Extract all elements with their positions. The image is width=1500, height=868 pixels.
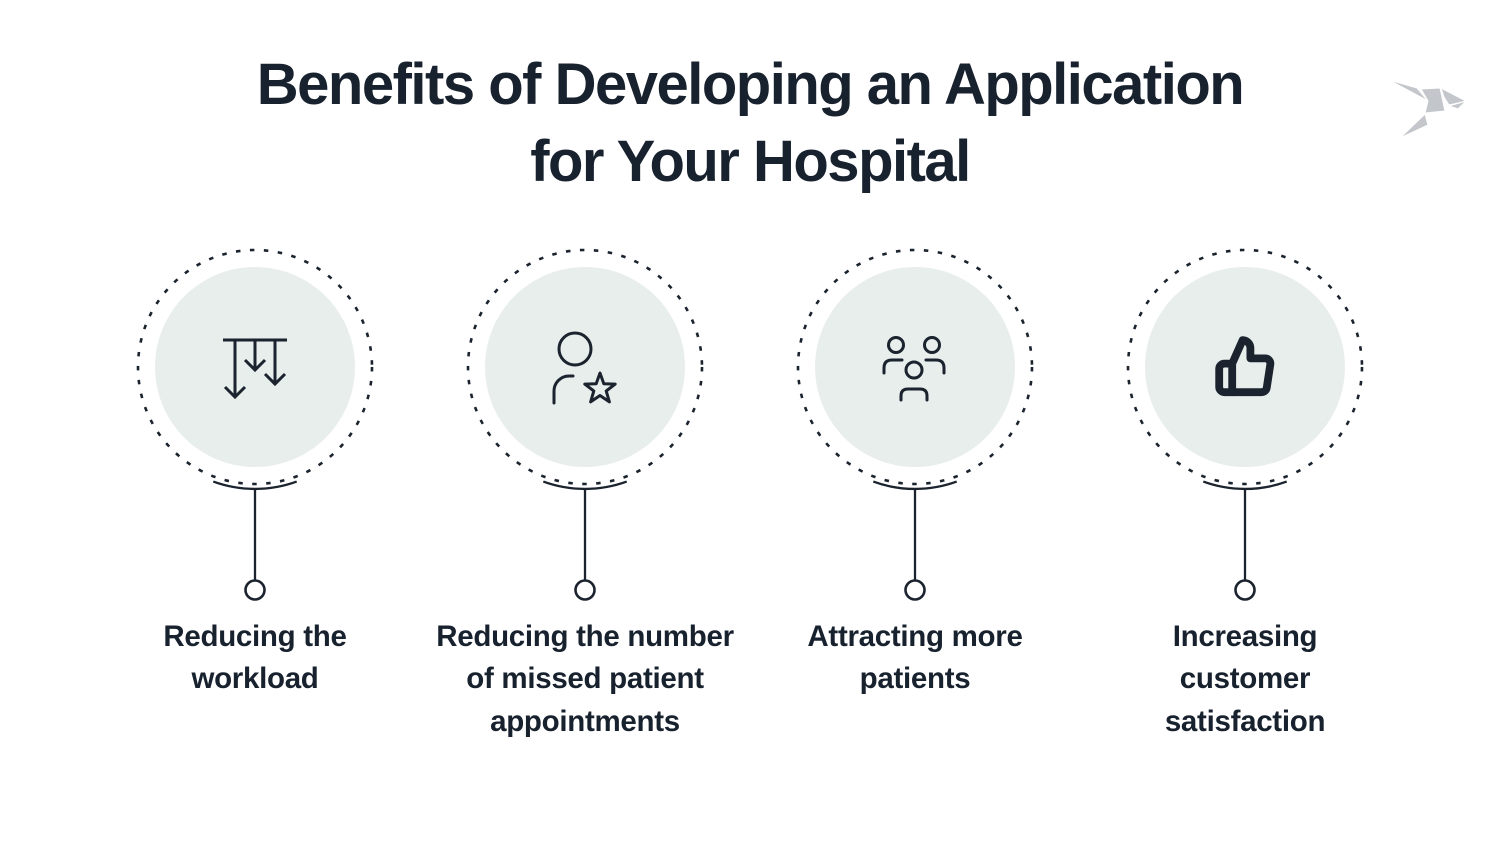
page-title-line-1: Benefits of Developing an Application (256, 52, 1245, 117)
benefit-label: Reducing the workload (163, 620, 347, 696)
dotted-ring (796, 248, 1034, 486)
circle-background (485, 267, 685, 468)
circle-background (1145, 267, 1345, 468)
benefit-label: Increasing customer satisfaction (1164, 620, 1326, 738)
benefit-graphic (136, 248, 374, 602)
benefit-label: Reducing the number of missed patient ap… (436, 620, 734, 738)
benefit-item-reducing-workload: Reducing the workload (90, 242, 420, 743)
benefits-row: Reducing the workload Reducing the numbe… (90, 242, 1410, 743)
circle-background (815, 267, 1015, 468)
benefit-item-attracting-patients: Attracting more patients (750, 242, 1080, 743)
dotted-ring (466, 248, 704, 486)
benefit-label: Attracting more patients (807, 620, 1023, 696)
benefit-graphic (796, 248, 1034, 602)
connector-dot (574, 579, 596, 602)
page-title-line-2: for Your Hospital (530, 129, 971, 195)
benefit-item-missed-appointments: Reducing the number of missed patient ap… (420, 242, 750, 743)
origami-bird-icon (1388, 79, 1468, 139)
person-star-icon (552, 331, 617, 405)
connector-dot (244, 579, 266, 602)
benefit-graphic (1126, 248, 1364, 602)
dotted-ring (136, 248, 374, 486)
page-title: Benefits of Developing an Application fo… (150, 46, 1350, 200)
connector-dot (904, 579, 926, 602)
benefit-item-customer-satisfaction: Increasing customer satisfaction (1080, 242, 1410, 743)
benefit-graphic (466, 248, 704, 602)
people-group-icon (882, 336, 946, 402)
thumbs-up-icon (1215, 336, 1275, 397)
connector-dot (1234, 579, 1256, 602)
decrease-arrows-icon (223, 338, 287, 400)
dotted-ring (1126, 248, 1364, 486)
